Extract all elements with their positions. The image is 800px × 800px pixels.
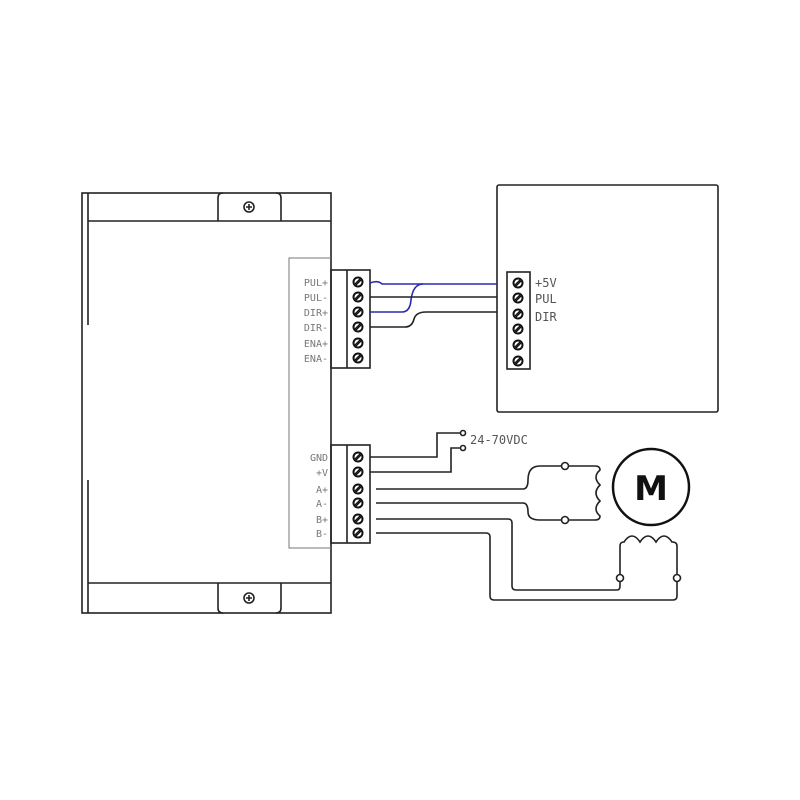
terminal-label: ENA+ — [304, 339, 328, 350]
terminal-label: DIR- — [304, 323, 328, 334]
terminal-screw-icon — [512, 323, 524, 335]
terminal-label: DIR+ — [304, 308, 328, 319]
mounting-screw-icon — [243, 592, 255, 604]
terminal-label: PUL+ — [304, 278, 328, 289]
terminal-screw-icon — [512, 355, 524, 367]
coil-a — [568, 465, 602, 521]
wire-vplus — [370, 447, 460, 473]
terminal-label: PUL — [535, 292, 557, 306]
terminal-label: +5V — [535, 276, 557, 290]
terminal-screw-icon — [352, 337, 364, 349]
power-supply-label: 24-70VDC — [470, 433, 528, 447]
controller-box — [496, 184, 719, 413]
terminal-label: +V — [316, 468, 328, 479]
motor-label: M — [634, 469, 668, 509]
terminal-screw-icon — [352, 276, 364, 288]
terminal-screw-icon — [352, 527, 364, 539]
terminal-label: PUL- — [304, 293, 328, 304]
motor-icon: M — [611, 447, 691, 527]
wire-dir-plus — [370, 283, 424, 313]
terminal-label: A- — [316, 499, 328, 510]
mounting-screw-icon — [243, 201, 255, 213]
wire-dir-minus — [370, 311, 497, 328]
terminal-label: DIR — [535, 310, 557, 324]
terminal-screw-icon — [512, 339, 524, 351]
terminal-screw-icon — [352, 321, 364, 333]
wire-pul-plus — [369, 280, 497, 285]
terminal-label: ENA- — [304, 354, 328, 365]
power-terminal-block — [330, 444, 371, 544]
wire-b-minus — [376, 532, 678, 601]
stepper-driver — [81, 192, 332, 614]
wire-a-plus — [376, 465, 562, 490]
wire-gnd — [370, 432, 460, 458]
coil-b — [619, 535, 678, 575]
terminal-screw-icon — [352, 466, 364, 478]
terminal-screw-icon — [352, 352, 364, 364]
signal-terminal-block — [330, 269, 371, 369]
terminal-screw-icon — [352, 291, 364, 303]
terminal-screw-icon — [512, 292, 524, 304]
terminal-screw-icon — [512, 308, 524, 320]
terminal-label: B+ — [316, 515, 328, 526]
wire-a-minus — [376, 502, 562, 521]
terminal-screw-icon — [352, 483, 364, 495]
terminal-screw-icon — [512, 277, 524, 289]
terminal-label: A+ — [316, 485, 328, 496]
terminal-screw-icon — [352, 451, 364, 463]
terminal-screw-icon — [352, 513, 364, 525]
terminal-screw-icon — [352, 497, 364, 509]
terminal-screw-icon — [352, 306, 364, 318]
terminal-label: B- — [316, 529, 328, 540]
terminal-label: GND — [310, 453, 328, 464]
wire-b-plus — [376, 518, 617, 591]
